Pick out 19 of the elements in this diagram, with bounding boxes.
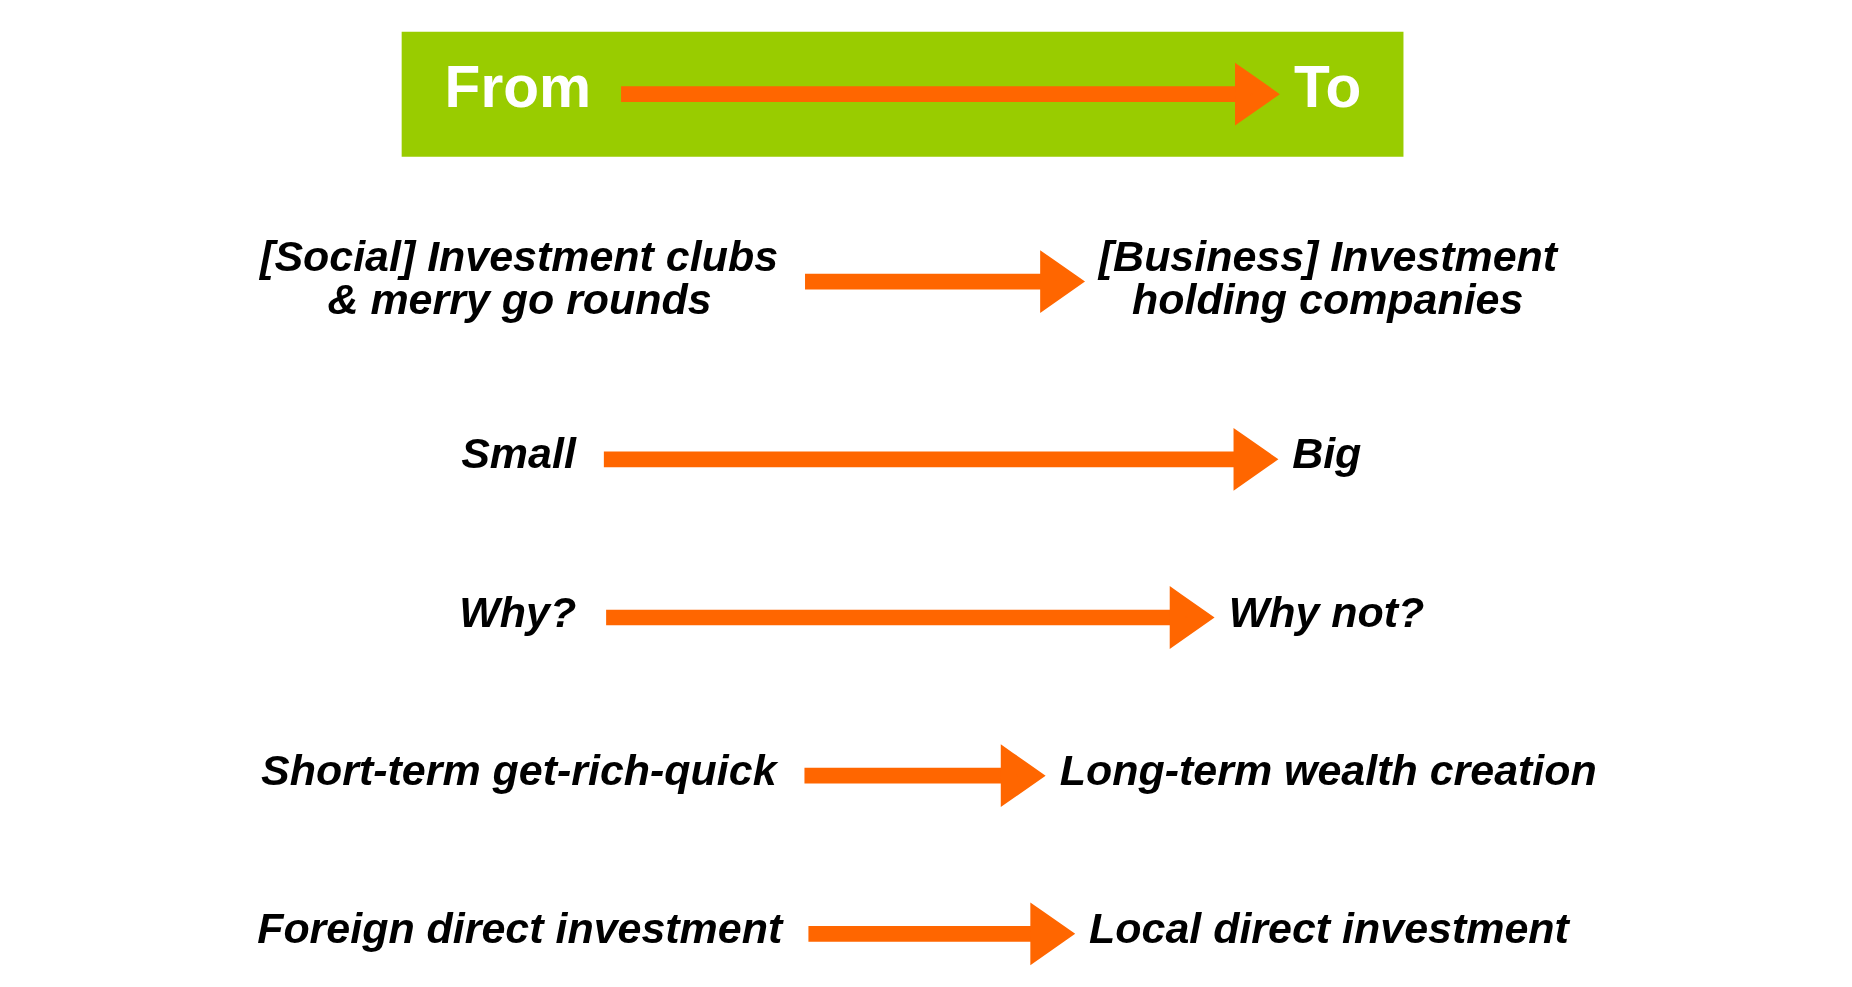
node-text: Long-term wealth creation	[1059, 745, 1597, 794]
arrow	[603, 427, 1279, 491]
node-text: [Social] Investment clubs & merry go rounds	[260, 232, 779, 324]
node-text: Small	[461, 429, 576, 478]
arrow	[606, 586, 1215, 649]
node-text: Short-term get-rich-quick	[261, 745, 777, 794]
node-text: [Business] Investment holding companies	[1098, 232, 1558, 324]
arrow	[804, 744, 1046, 808]
node-text: Local direct investment	[1089, 903, 1569, 952]
node-text: To	[1294, 53, 1362, 119]
arrow	[621, 62, 1280, 126]
node-text: Why not?	[1228, 587, 1425, 636]
arrow	[805, 250, 1086, 313]
cluster	[401, 31, 1404, 157]
node-text: Big	[1292, 429, 1362, 478]
arrow	[808, 902, 1076, 966]
node-text: From	[444, 53, 592, 119]
node-text: Why?	[459, 587, 577, 636]
node-text: Foreign direct investment	[257, 903, 783, 952]
